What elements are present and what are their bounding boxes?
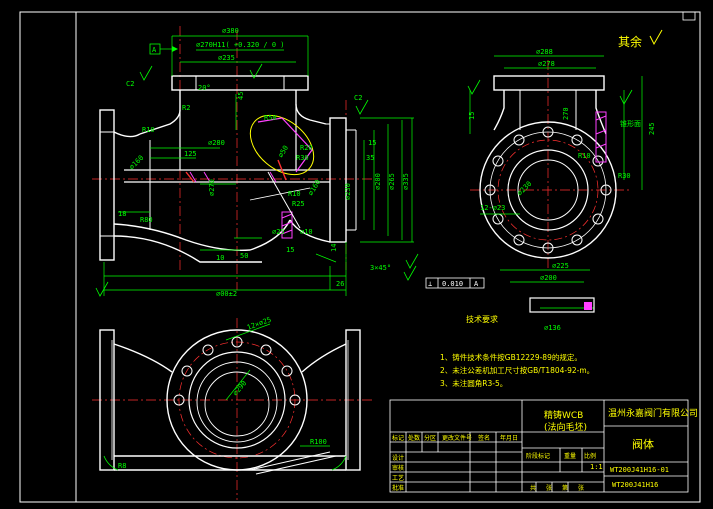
tech-req-item: 2、未注公差机加工尺寸按GB/T1804-92-m。 bbox=[440, 365, 594, 375]
row-label: 工艺 bbox=[392, 474, 404, 482]
mid-label: 比例 bbox=[584, 452, 596, 460]
front-dim-label: R25 bbox=[292, 200, 305, 208]
material-label: 精铸WCB bbox=[544, 409, 583, 421]
front-dim-label: R80 bbox=[140, 216, 153, 224]
front-dim-label: ⌀270H11( +0.320 / 0 ) bbox=[196, 41, 285, 49]
bottom-label: 张 bbox=[578, 484, 584, 492]
front-dim-label: 125 bbox=[184, 150, 197, 158]
front-dim-label: ⌀280 bbox=[208, 139, 225, 147]
front-dim-label: 18 bbox=[118, 210, 126, 218]
front-dim-label: ⌀00±2 bbox=[216, 290, 237, 298]
side-dim-label: 270 bbox=[562, 107, 570, 120]
drawing-number-1: WT200J41H16-01 bbox=[610, 466, 669, 474]
drawing-number-2: WT200J41H16 bbox=[612, 481, 658, 489]
front-dim-label: ⌀230 bbox=[344, 183, 352, 200]
header-cell: 年月日 bbox=[500, 434, 518, 442]
front-dim-label: 20° bbox=[198, 84, 211, 92]
mid-label: 阶段标记 bbox=[526, 452, 550, 460]
plan-dim-label: R100 bbox=[310, 438, 327, 446]
front-dim-label: ⌀235 bbox=[218, 54, 235, 62]
front-dim-label: 14 bbox=[330, 244, 338, 252]
plan-dim-label: R8 bbox=[118, 462, 126, 470]
front-dim-label: R20 bbox=[300, 144, 313, 152]
side-dim-label: 245 bbox=[648, 122, 656, 135]
mid-label: 重量 bbox=[564, 452, 576, 460]
tolerance-value: 0.010 bbox=[442, 280, 463, 288]
plan-view bbox=[92, 318, 372, 500]
side-dim-label: ⌀136 bbox=[544, 324, 561, 332]
front-dim-label: 10 bbox=[216, 254, 224, 262]
part-name: 阀体 bbox=[632, 437, 654, 451]
header-cell: 标记 bbox=[392, 434, 404, 442]
tech-req-title: 技术要求 bbox=[466, 314, 498, 324]
front-dim-label: ⌀270 bbox=[208, 179, 216, 196]
drawing-frame bbox=[19, 11, 701, 503]
front-dim-label: R10 bbox=[288, 190, 301, 198]
tech-req-item: 1、铸件技术条件按GB12229-89的规定。 bbox=[440, 352, 582, 362]
front-dim-label: ⌀200 bbox=[374, 173, 382, 190]
front-view bbox=[92, 26, 419, 297]
front-dim-label: 3×45° bbox=[370, 264, 391, 272]
tolerance-symbol: ⊥ bbox=[428, 280, 432, 288]
tolerance-frame bbox=[425, 277, 485, 289]
bottom-label: 第 bbox=[562, 484, 568, 492]
side-dim-label: ⌀225 bbox=[552, 262, 569, 270]
side-dim-label: 12-⌀23 bbox=[480, 204, 505, 212]
front-dim-label: R10 bbox=[142, 126, 155, 134]
front-dim-label: ⌀25 bbox=[272, 228, 285, 236]
header-cell: 分区 bbox=[424, 434, 436, 442]
side-dim-label: ⌀200 bbox=[540, 274, 557, 282]
header-cell: 更改文件号 bbox=[442, 434, 472, 442]
company-name: 温州永嘉阀门有限公司 bbox=[608, 407, 698, 419]
datum-label: A bbox=[152, 46, 157, 54]
front-dim-label: ⌀265 bbox=[388, 173, 396, 190]
bottom-label: 张 bbox=[546, 484, 552, 492]
material-note: (法向毛坯) bbox=[544, 421, 587, 433]
side-dim-label: 锥形面 bbox=[620, 119, 641, 128]
side-view bbox=[467, 29, 663, 313]
front-dim-label: R30 bbox=[296, 154, 309, 162]
tolerance-datum: A bbox=[474, 280, 479, 288]
row-label: 设计 bbox=[392, 454, 404, 462]
side-dim-label: R10 bbox=[578, 152, 591, 160]
title-block bbox=[389, 399, 689, 493]
header-cell: 处数 bbox=[408, 434, 420, 442]
front-dim-label: R50 bbox=[264, 114, 277, 122]
front-dim-label: 35 bbox=[366, 154, 374, 162]
row-label: 审核 bbox=[392, 464, 404, 472]
front-dim-label: 26 bbox=[336, 280, 344, 288]
front-dim-label: ⌀380 bbox=[222, 27, 239, 35]
tech-req-item: 3、未注圆角R3-5。 bbox=[440, 378, 507, 388]
front-dim-label: C2 bbox=[354, 94, 362, 102]
bottom-label: 共 bbox=[530, 484, 536, 492]
side-dim-label: 15 bbox=[468, 112, 476, 120]
front-dim-label: 15 bbox=[368, 139, 376, 147]
front-dim-label: ⌀335 bbox=[402, 173, 410, 190]
front-dim-label: 15 bbox=[286, 246, 294, 254]
scale-value: 1:1 bbox=[590, 463, 603, 471]
side-dim-label: ⌀278 bbox=[538, 60, 555, 68]
front-dim-label: 50 bbox=[240, 252, 248, 260]
front-dim-label: C2 bbox=[126, 80, 134, 88]
front-dim-label: R2 bbox=[182, 104, 190, 112]
row-label: 批准 bbox=[392, 484, 404, 492]
side-dim-label: ⌀288 bbox=[536, 48, 553, 56]
side-dim-label: R30 bbox=[618, 172, 631, 180]
header-cell: 签名 bbox=[478, 434, 490, 442]
front-dim-label: 45 bbox=[237, 92, 245, 100]
roughness-note: 其余 bbox=[618, 34, 642, 49]
front-dim-label: ⌀10 bbox=[300, 228, 313, 236]
